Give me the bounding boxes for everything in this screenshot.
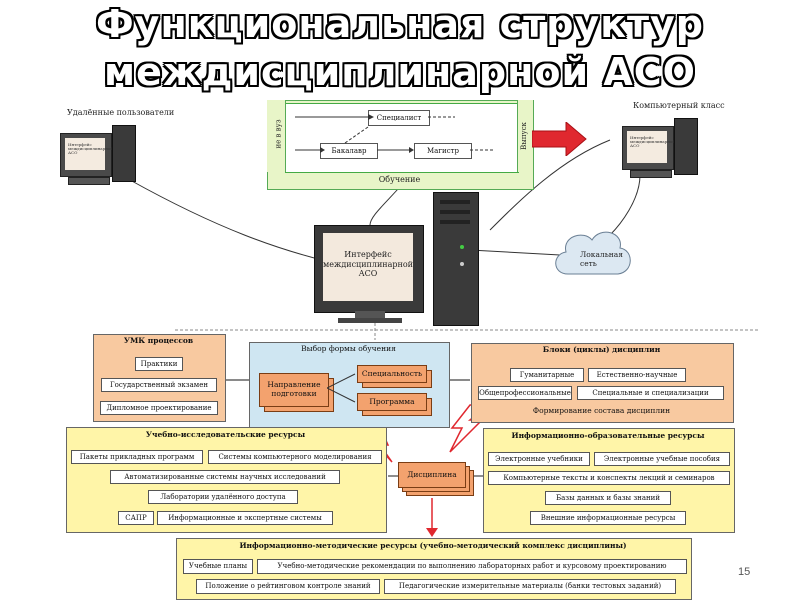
umk-item-practices: Практики <box>135 357 183 371</box>
research-packages: Пакеты прикладных программ <box>71 450 203 464</box>
blocks-footer: Формирование состава дисциплин <box>471 406 732 415</box>
cloud-label: Локальная сеть <box>580 250 630 268</box>
research-modeling: Системы компьютерного моделирования <box>208 450 382 464</box>
umk-item-diploma: Дипломное проектирование <box>100 401 218 415</box>
specialty-box: Специальность <box>357 365 427 383</box>
training-side-right: Выпуск <box>520 122 528 150</box>
edu-resources-title: Информационно-образовательные ресурсы <box>483 431 733 440</box>
edu-texts: Компьютерные тексты и конспекты лекций и… <box>488 471 730 485</box>
computer-class-label: Компьютерный класс <box>633 101 725 110</box>
research-expert: Информационные и экспертные системы <box>157 511 333 525</box>
methodical-pedagogical: Педагогические измерительные материалы (… <box>384 579 676 594</box>
discipline-box: Дисциплина <box>398 462 466 488</box>
class-screen-text: Интерфейс междисциплинарной АСО <box>630 136 664 148</box>
edu-databases: Базы данных и базы знаний <box>545 491 671 505</box>
block-humanitarian: Гуманитарные <box>510 368 584 382</box>
remote-users-label: Удалённые пользователи <box>67 108 174 117</box>
edu-textbooks: Электронные учебники <box>488 452 590 466</box>
umk-item-exam: Государственный экзамен <box>101 378 217 392</box>
monitor-text: Интерфейс междисциплинарной АСО <box>323 250 413 279</box>
block-special: Специальные и специализации <box>577 386 724 400</box>
direction-box: Направление подготовки <box>259 373 329 407</box>
learning-label: Обучение <box>267 172 532 188</box>
edu-external: Внешние информационные ресурсы <box>530 511 686 525</box>
block-general: Общепрофессиональные <box>478 386 572 400</box>
remote-screen-text: Интерфейс междисциплинарной АСО <box>68 143 102 155</box>
research-labs: Лаборатории удалённого доступа <box>148 490 298 504</box>
form-choice-arrows <box>327 370 359 410</box>
training-arrows <box>285 103 517 171</box>
blocks-title: Блоки (циклы) дисциплин <box>471 345 732 354</box>
methodical-rating: Положение о рейтинговом контроле знаний <box>196 579 380 594</box>
umk-title: УМК процессов <box>93 336 224 345</box>
research-title: Учебно-исследовательские ресурсы <box>66 430 385 439</box>
program-box: Программа <box>357 393 427 411</box>
training-side-left: ие в вуз <box>275 119 283 148</box>
methodical-recommendations: Учебно-методические рекомендации по выпо… <box>257 559 687 574</box>
form-choice-title: Выбор формы обучения <box>249 344 448 353</box>
edu-manuals: Электронные учебные пособия <box>594 452 730 466</box>
research-sapr: САПР <box>118 511 154 525</box>
page-number: 15 <box>738 566 750 578</box>
research-automated: Автоматизированные системы научных иссле… <box>110 470 340 484</box>
output-arrow <box>532 122 588 156</box>
methodical-plans: Учебные планы <box>183 559 253 574</box>
methodical-title: Информационно-методические ресурсы (учеб… <box>176 541 690 550</box>
block-natural: Естественно-научные <box>588 368 686 382</box>
